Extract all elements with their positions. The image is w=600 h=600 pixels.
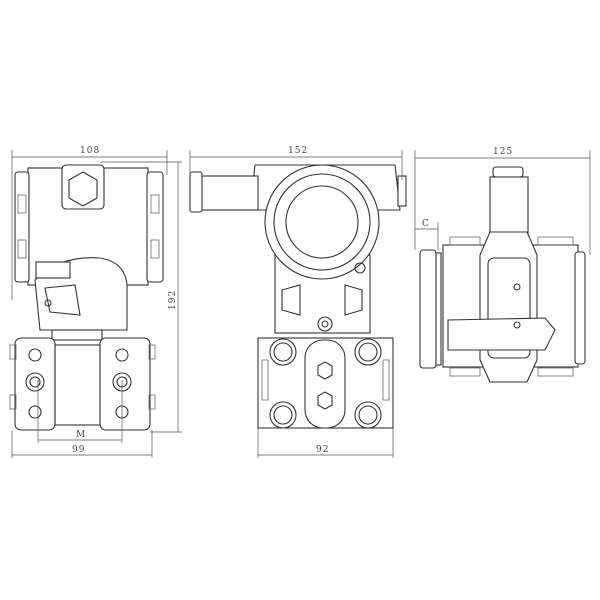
dim-108: 108	[80, 146, 100, 156]
dim-125: 125	[493, 147, 513, 157]
side-view-left	[9, 164, 164, 431]
dimension-lines	[11, 150, 591, 458]
side-view-right	[419, 166, 586, 383]
dim-m: M	[76, 430, 86, 440]
dim-192: 192	[168, 290, 178, 310]
dim-c: C	[422, 219, 430, 229]
dim-99: 99	[72, 445, 85, 455]
dim-92: 92	[316, 445, 329, 455]
dim-152: 152	[288, 146, 308, 156]
front-view	[189, 164, 407, 429]
